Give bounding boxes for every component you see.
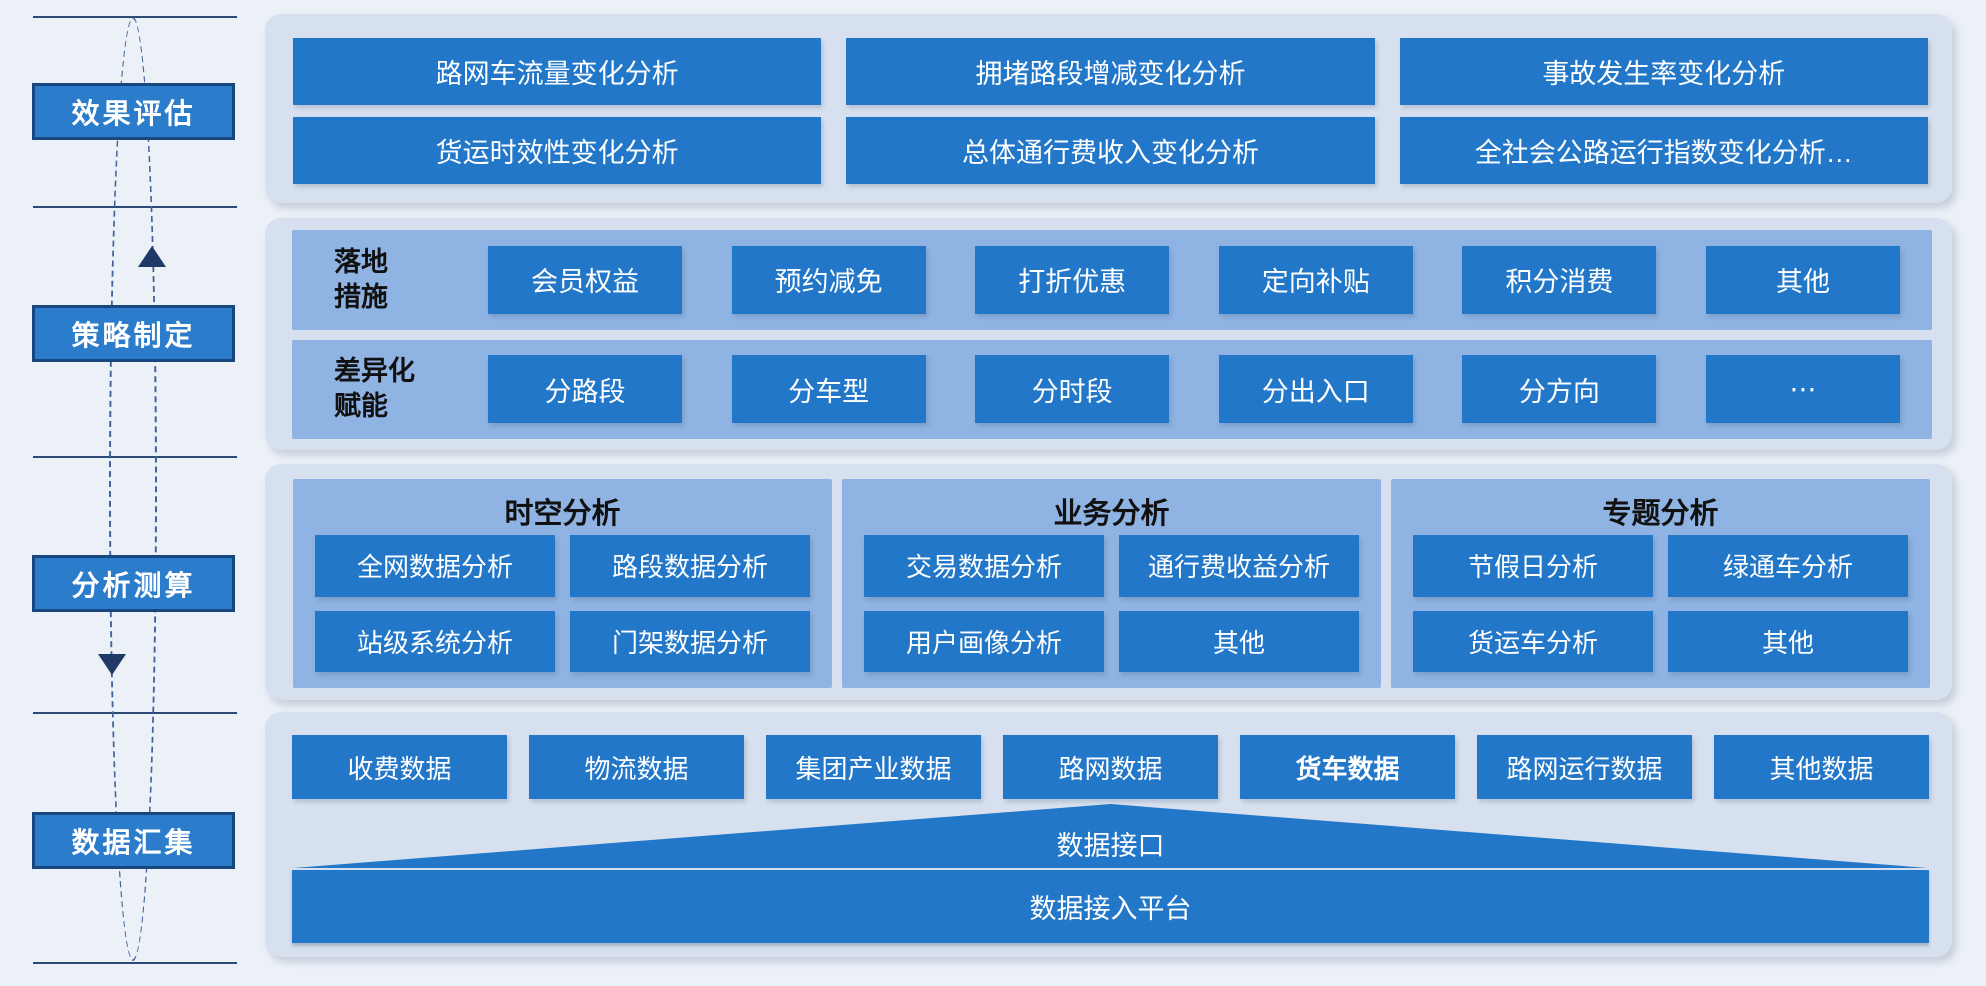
process-rail: 效果评估 策略制定 分析测算 数据汇集 <box>0 0 265 986</box>
analysis-box: 路段数据分析 <box>570 535 810 597</box>
data-source-box: 物流数据 <box>529 735 744 800</box>
data-source-row: 收费数据 物流数据 集团产业数据 路网数据 货车数据 路网运行数据 其他数据 <box>292 735 1929 800</box>
strategy-row-label: 落地 措施 <box>334 246 388 312</box>
analysis-group-special-topics: 专题分析 节假日分析 绿通车分析 货运车分析 其他 <box>1391 479 1930 688</box>
analysis-box: 交易数据分析 <box>864 535 1104 597</box>
data-source-box: 货车数据 <box>1240 735 1455 800</box>
strategy-row-differentiation: 差异化 赋能 分路段 分车型 分时段 分出入口 分方向 ⋯ <box>292 339 1932 439</box>
strategy-box: 积分消费 <box>1462 245 1657 314</box>
band-analysis-calculation: 时空分析 全网数据分析 路段数据分析 站级系统分析 门架数据分析 业务分析 交易… <box>265 464 1952 700</box>
evaluation-box: 全社会公路运行指数变化分析… <box>1399 117 1928 184</box>
data-source-box: 收费数据 <box>292 735 507 800</box>
analysis-box: 节假日分析 <box>1413 535 1653 597</box>
analysis-box: 其他 <box>1119 610 1359 672</box>
strategy-box: 打折优惠 <box>975 245 1170 314</box>
strategy-box ellipsis-box: ⋯ <box>1705 355 1900 424</box>
strategy-box: 分路段 <box>488 355 682 424</box>
band-strategy-formulation: 落地 措施 会员权益 预约减免 打折优惠 定向补贴 积分消费 其他 差异化 赋能… <box>265 218 1952 450</box>
analysis-group-title: 专题分析 <box>1602 498 1719 530</box>
analysis-box: 用户画像分析 <box>864 610 1104 672</box>
analysis-box: 绿通车分析 <box>1668 535 1908 597</box>
data-interface-funnel: 数据接口 <box>292 804 1929 869</box>
strategy-box: 分车型 <box>731 355 926 424</box>
stage-label-analysis: 分析测算 <box>32 555 235 612</box>
data-interface-label: 数据接口 <box>1056 830 1165 861</box>
analysis-group-title: 业务分析 <box>1053 498 1170 530</box>
strategy-box: 分时段 <box>975 355 1170 424</box>
band-effect-evaluation: 路网车流量变化分析 拥堵路段增减变化分析 事故发生率变化分析 货运时效性变化分析… <box>265 14 1952 203</box>
data-access-platform-bar: 数据接入平台 <box>292 870 1929 943</box>
data-source-box: 路网数据 <box>1003 735 1218 800</box>
analysis-box: 通行费收益分析 <box>1119 535 1359 597</box>
strategy-box: 定向补贴 <box>1218 245 1413 314</box>
analysis-box: 门架数据分析 <box>570 610 810 672</box>
strategy-row-label: 差异化 赋能 <box>334 356 415 422</box>
strategy-box: 预约减免 <box>731 245 926 314</box>
evaluation-box: 路网车流量变化分析 <box>293 38 822 105</box>
evaluation-box: 总体通行费收入变化分析 <box>846 117 1375 184</box>
analysis-group-spatiotemporal: 时空分析 全网数据分析 路段数据分析 站级系统分析 门架数据分析 <box>293 479 832 688</box>
section-divider <box>33 962 237 964</box>
data-source-box: 路网运行数据 <box>1477 735 1692 800</box>
band-data-collection: 收费数据 物流数据 集团产业数据 路网数据 货车数据 路网运行数据 其他数据 数… <box>265 712 1952 957</box>
strategy-box: 会员权益 <box>488 245 682 314</box>
analysis-box: 站级系统分析 <box>315 610 555 672</box>
stage-label-data-collection: 数据汇集 <box>32 812 235 869</box>
strategy-box: 分出入口 <box>1218 355 1413 424</box>
evaluation-box: 拥堵路段增减变化分析 <box>846 38 1375 105</box>
analysis-box: 其他 <box>1668 610 1908 672</box>
data-source-box: 集团产业数据 <box>766 735 981 800</box>
data-source-box: 其他数据 <box>1714 735 1929 800</box>
stage-label-strategy: 策略制定 <box>32 305 235 362</box>
analysis-box: 货运车分析 <box>1413 610 1653 672</box>
section-divider <box>33 16 237 18</box>
analysis-group-business: 业务分析 交易数据分析 通行费收益分析 用户画像分析 其他 <box>842 479 1381 688</box>
stage-label-evaluation: 效果评估 <box>32 83 235 140</box>
evaluation-box: 事故发生率变化分析 <box>1399 38 1928 105</box>
strategy-box: 其他 <box>1705 245 1900 314</box>
strategy-row-measures: 落地 措施 会员权益 预约减免 打折优惠 定向补贴 积分消费 其他 <box>292 230 1932 330</box>
cycle-loop-ellipse <box>109 17 157 961</box>
arrow-down-icon <box>98 654 126 675</box>
strategy-box: 分方向 <box>1462 355 1657 424</box>
analysis-box: 全网数据分析 <box>315 535 555 597</box>
evaluation-box: 货运时效性变化分析 <box>293 117 822 184</box>
arrow-up-icon <box>138 246 166 267</box>
analysis-group-title: 时空分析 <box>504 498 621 530</box>
